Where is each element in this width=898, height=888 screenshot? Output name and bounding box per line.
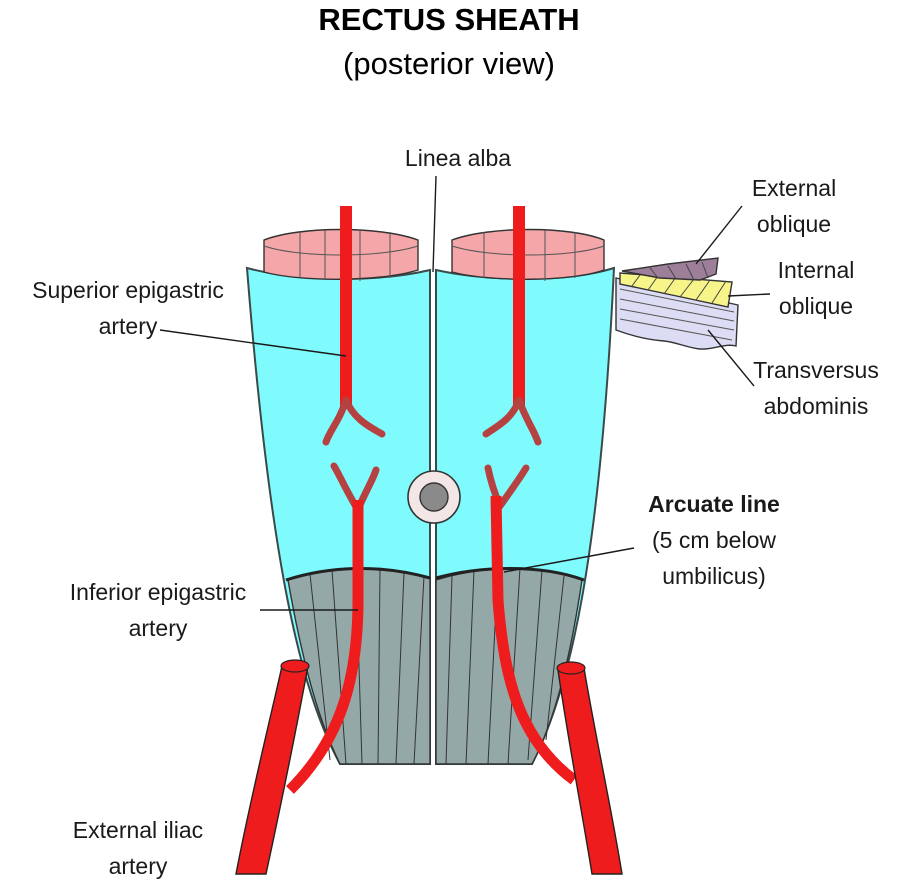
right-rectus-sheath (435, 228, 616, 765)
transversus-abdominis-layer (615, 277, 739, 350)
external-oblique-leader (695, 205, 743, 265)
inferior-epigastric-label-2: artery (129, 615, 188, 641)
left-inferior-epigastric-artery (286, 500, 364, 794)
left-iliac-cut (280, 659, 310, 673)
inferior-epigastric-label-1: Inferior epigastric (70, 579, 246, 605)
leader-lines (159, 175, 771, 611)
external-oblique-label-1: External (752, 175, 836, 201)
left-superior-epigastric-branches (322, 396, 386, 446)
linea-alba-leader (432, 175, 437, 273)
external-iliac-arteries (235, 659, 623, 875)
inferior-epigastric-arteries (286, 462, 578, 794)
diagram-title: RECTUS SHEATH (318, 2, 579, 37)
umbilicus (407, 470, 461, 524)
internal-oblique-layer (619, 272, 733, 308)
labels: Linea alba External oblique Internal obl… (32, 145, 879, 879)
left-rectus-sheath (245, 228, 431, 765)
internal-oblique-label-2: oblique (779, 293, 853, 319)
superior-epigastric-label-1: Superior epigastric (32, 277, 224, 303)
umbilicus-center (419, 482, 449, 512)
transversus-label-1: Transversus (753, 357, 879, 383)
external-iliac-label-2: artery (109, 853, 168, 879)
left-external-iliac-artery (235, 665, 309, 875)
right-superior-epigastric-branches (482, 396, 542, 446)
arcuate-line-leader (503, 547, 635, 573)
diagram-subtitle: (posterior view) (343, 46, 555, 81)
linea-alba-label: Linea alba (405, 145, 511, 171)
arcuate-line-label-3: umbilicus) (662, 563, 766, 589)
superior-epigastric-label-2: artery (99, 313, 158, 339)
external-oblique-label-2: oblique (757, 211, 831, 237)
superior-epigastric-arteries (322, 206, 542, 446)
internal-oblique-label-1: Internal (778, 257, 855, 283)
right-rectus-muscle-cut (451, 228, 605, 280)
right-iliac-cut (556, 661, 586, 675)
arcuate-line-label-1: Arcuate line (648, 491, 780, 517)
superior-epigastric-leader (159, 329, 347, 357)
transversus-label-2: abdominis (764, 393, 869, 419)
right-inferior-epigastric-artery (490, 495, 578, 785)
arcuate-line-label-2: (5 cm below (652, 527, 776, 553)
internal-oblique-leader (727, 293, 771, 297)
lateral-abdominal-layers (615, 257, 739, 350)
external-iliac-label-1: External iliac (73, 817, 203, 843)
right-external-iliac-artery (557, 667, 623, 875)
transversus-leader (707, 329, 755, 387)
